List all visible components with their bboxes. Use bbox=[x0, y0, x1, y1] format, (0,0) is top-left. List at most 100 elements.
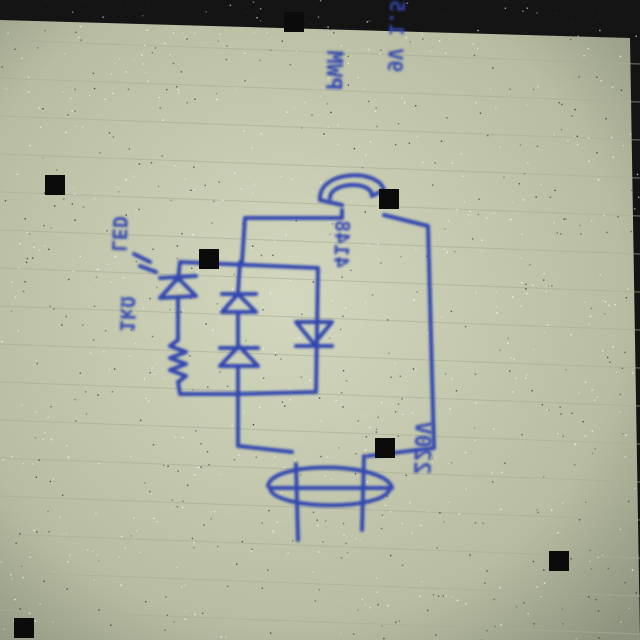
noise-speck bbox=[267, 22, 270, 24]
noise-speck bbox=[181, 32, 184, 35]
noise-speck bbox=[335, 399, 337, 402]
noise-speck bbox=[143, 482, 146, 484]
noise-speck bbox=[164, 42, 166, 44]
noise-speck bbox=[422, 436, 424, 438]
noise-speck bbox=[74, 88, 76, 91]
noise-speck bbox=[590, 220, 593, 222]
noise-speck bbox=[48, 531, 50, 533]
noise-speck bbox=[592, 452, 594, 455]
noise-speck bbox=[496, 312, 498, 314]
noise-speck bbox=[226, 585, 229, 588]
noise-speck bbox=[22, 290, 25, 293]
noise-speck bbox=[107, 263, 110, 266]
noise-speck bbox=[52, 621, 54, 623]
noise-speck bbox=[400, 255, 402, 258]
noise-speck bbox=[365, 449, 367, 451]
noise-speck bbox=[309, 379, 311, 382]
noise-speck bbox=[287, 552, 289, 555]
noise-speck bbox=[590, 307, 593, 310]
noise-speck bbox=[50, 227, 53, 229]
noise-speck bbox=[500, 508, 502, 510]
noise-speck bbox=[166, 88, 168, 91]
noise-speck bbox=[128, 355, 131, 357]
noise-speck bbox=[500, 624, 502, 626]
noise-speck bbox=[1, 66, 3, 68]
noise-speck bbox=[440, 140, 443, 142]
noise-speck bbox=[2, 458, 5, 461]
noise-speck bbox=[345, 259, 347, 261]
noise-speck bbox=[260, 133, 262, 135]
noise-speck bbox=[473, 54, 476, 57]
noise-speck bbox=[347, 84, 350, 86]
noise-speck bbox=[389, 511, 392, 513]
noise-speck bbox=[394, 362, 396, 364]
noise-speck bbox=[359, 538, 361, 541]
noise-speck bbox=[435, 634, 437, 636]
noise-speck bbox=[258, 406, 261, 409]
noise-speck bbox=[421, 33, 423, 36]
noise-speck bbox=[313, 11, 315, 13]
noise-speck bbox=[43, 580, 45, 582]
noise-speck bbox=[588, 323, 590, 326]
noise-speck bbox=[231, 288, 233, 290]
noise-speck bbox=[219, 33, 221, 36]
noise-speck bbox=[519, 144, 522, 146]
noise-speck bbox=[252, 424, 255, 426]
noise-speck bbox=[151, 335, 154, 338]
noise-speck bbox=[527, 162, 529, 164]
noise-speck bbox=[375, 431, 377, 433]
noise-speck bbox=[375, 428, 378, 431]
noise-speck bbox=[363, 87, 365, 90]
noise-speck bbox=[165, 596, 167, 598]
noise-speck bbox=[495, 305, 498, 308]
noise-speck bbox=[96, 554, 98, 556]
noise-speck bbox=[207, 386, 209, 388]
noise-speck bbox=[445, 52, 447, 54]
noise-speck bbox=[477, 29, 479, 32]
noise-speck bbox=[458, 513, 460, 515]
noise-speck bbox=[138, 208, 140, 211]
noise-speck bbox=[39, 126, 42, 128]
noise-speck bbox=[395, 60, 397, 63]
noise-speck bbox=[585, 501, 587, 503]
noise-speck bbox=[169, 308, 171, 311]
noise-speck bbox=[493, 212, 496, 214]
noise-speck bbox=[231, 424, 233, 427]
noise-speck bbox=[205, 11, 207, 13]
noise-speck bbox=[444, 228, 446, 230]
noise-speck bbox=[438, 40, 441, 42]
noise-speck bbox=[554, 12, 557, 14]
noise-speck bbox=[330, 111, 332, 114]
noise-speck bbox=[535, 196, 537, 198]
noise-speck bbox=[532, 560, 535, 563]
noise-speck bbox=[369, 141, 372, 143]
noise-speck bbox=[451, 596, 453, 598]
bottom-connector bbox=[266, 454, 394, 542]
noise-speck bbox=[42, 438, 44, 441]
noise-speck bbox=[565, 218, 567, 220]
noise-speck bbox=[409, 41, 411, 43]
noise-speck bbox=[340, 557, 343, 559]
noise-speck bbox=[159, 107, 161, 109]
noise-speck bbox=[525, 283, 527, 285]
noise-speck bbox=[42, 157, 44, 160]
noise-speck bbox=[233, 273, 235, 276]
noise-speck bbox=[354, 473, 357, 475]
noise-speck bbox=[475, 101, 477, 104]
noise-speck bbox=[451, 162, 454, 164]
noise-speck bbox=[135, 530, 138, 532]
noise-speck bbox=[342, 370, 345, 372]
noise-speck bbox=[380, 401, 383, 404]
noise-speck bbox=[591, 389, 593, 391]
noise-speck bbox=[32, 463, 34, 465]
noise-speck bbox=[574, 108, 576, 111]
noise-speck bbox=[7, 32, 9, 35]
noise-speck bbox=[184, 178, 186, 180]
noise-speck bbox=[38, 107, 40, 109]
noise-speck bbox=[479, 112, 482, 114]
noise-speck bbox=[587, 48, 589, 50]
noise-speck bbox=[192, 233, 194, 236]
noise-speck bbox=[14, 296, 16, 298]
noise-speck bbox=[147, 5, 149, 7]
noise-speck bbox=[567, 140, 569, 142]
